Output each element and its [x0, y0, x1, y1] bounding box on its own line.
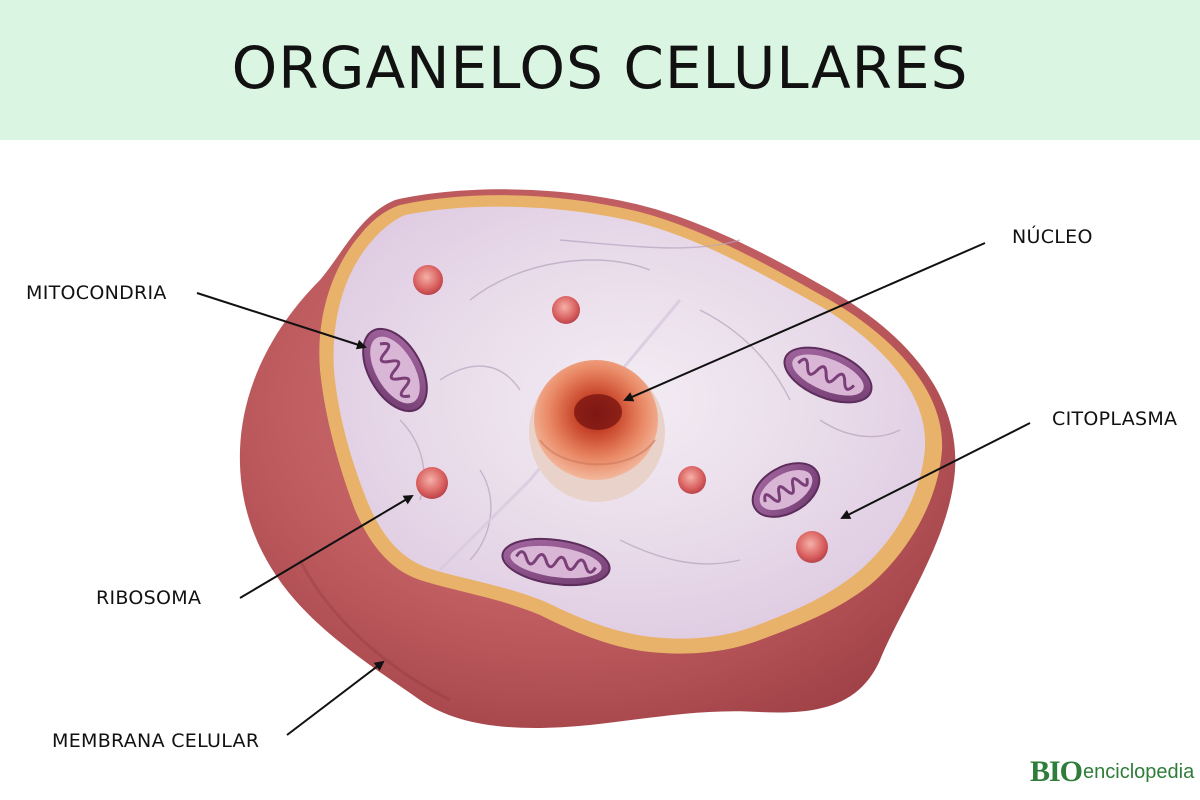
- leader-membrana: [286, 660, 385, 736]
- label-ribosoma: RIBOSOMA: [96, 587, 202, 609]
- leader-lines: [196, 242, 1031, 736]
- ribosomes: [413, 265, 828, 563]
- leader-mitocondria: [196, 292, 367, 350]
- leader-nucleo: [623, 242, 986, 402]
- logo-text: enciclopedia: [1083, 760, 1195, 783]
- mitochondrion: [362, 327, 428, 413]
- header-banner: ORGANELOS CELULARES: [0, 0, 1200, 140]
- ribosome: [552, 296, 580, 324]
- label-citoplasma: CITOPLASMA: [1052, 408, 1178, 430]
- mitochondrion: [783, 346, 873, 404]
- leader-citoplasma: [840, 422, 1031, 519]
- ribosome: [796, 531, 828, 563]
- page-title: ORGANELOS CELULARES: [231, 34, 969, 102]
- label-mitocondria: MITOCONDRIA: [26, 282, 167, 304]
- section-cut-line: [438, 299, 682, 572]
- mitochondrion: [751, 462, 821, 518]
- ribosome: [416, 467, 448, 499]
- mitochondrion: [501, 537, 611, 587]
- ribosome: [678, 466, 706, 494]
- label-membrana-celular: MEMBRANA CELULAR: [52, 730, 260, 752]
- mitochondria: [362, 327, 873, 587]
- ribosome: [413, 265, 443, 295]
- bioenciclopedia-logo: BIO enciclopedia: [1030, 752, 1194, 792]
- leader-ribosoma: [239, 494, 414, 599]
- logo-bio: BIO: [1030, 755, 1083, 788]
- label-nucleo: NÚCLEO: [1012, 226, 1093, 248]
